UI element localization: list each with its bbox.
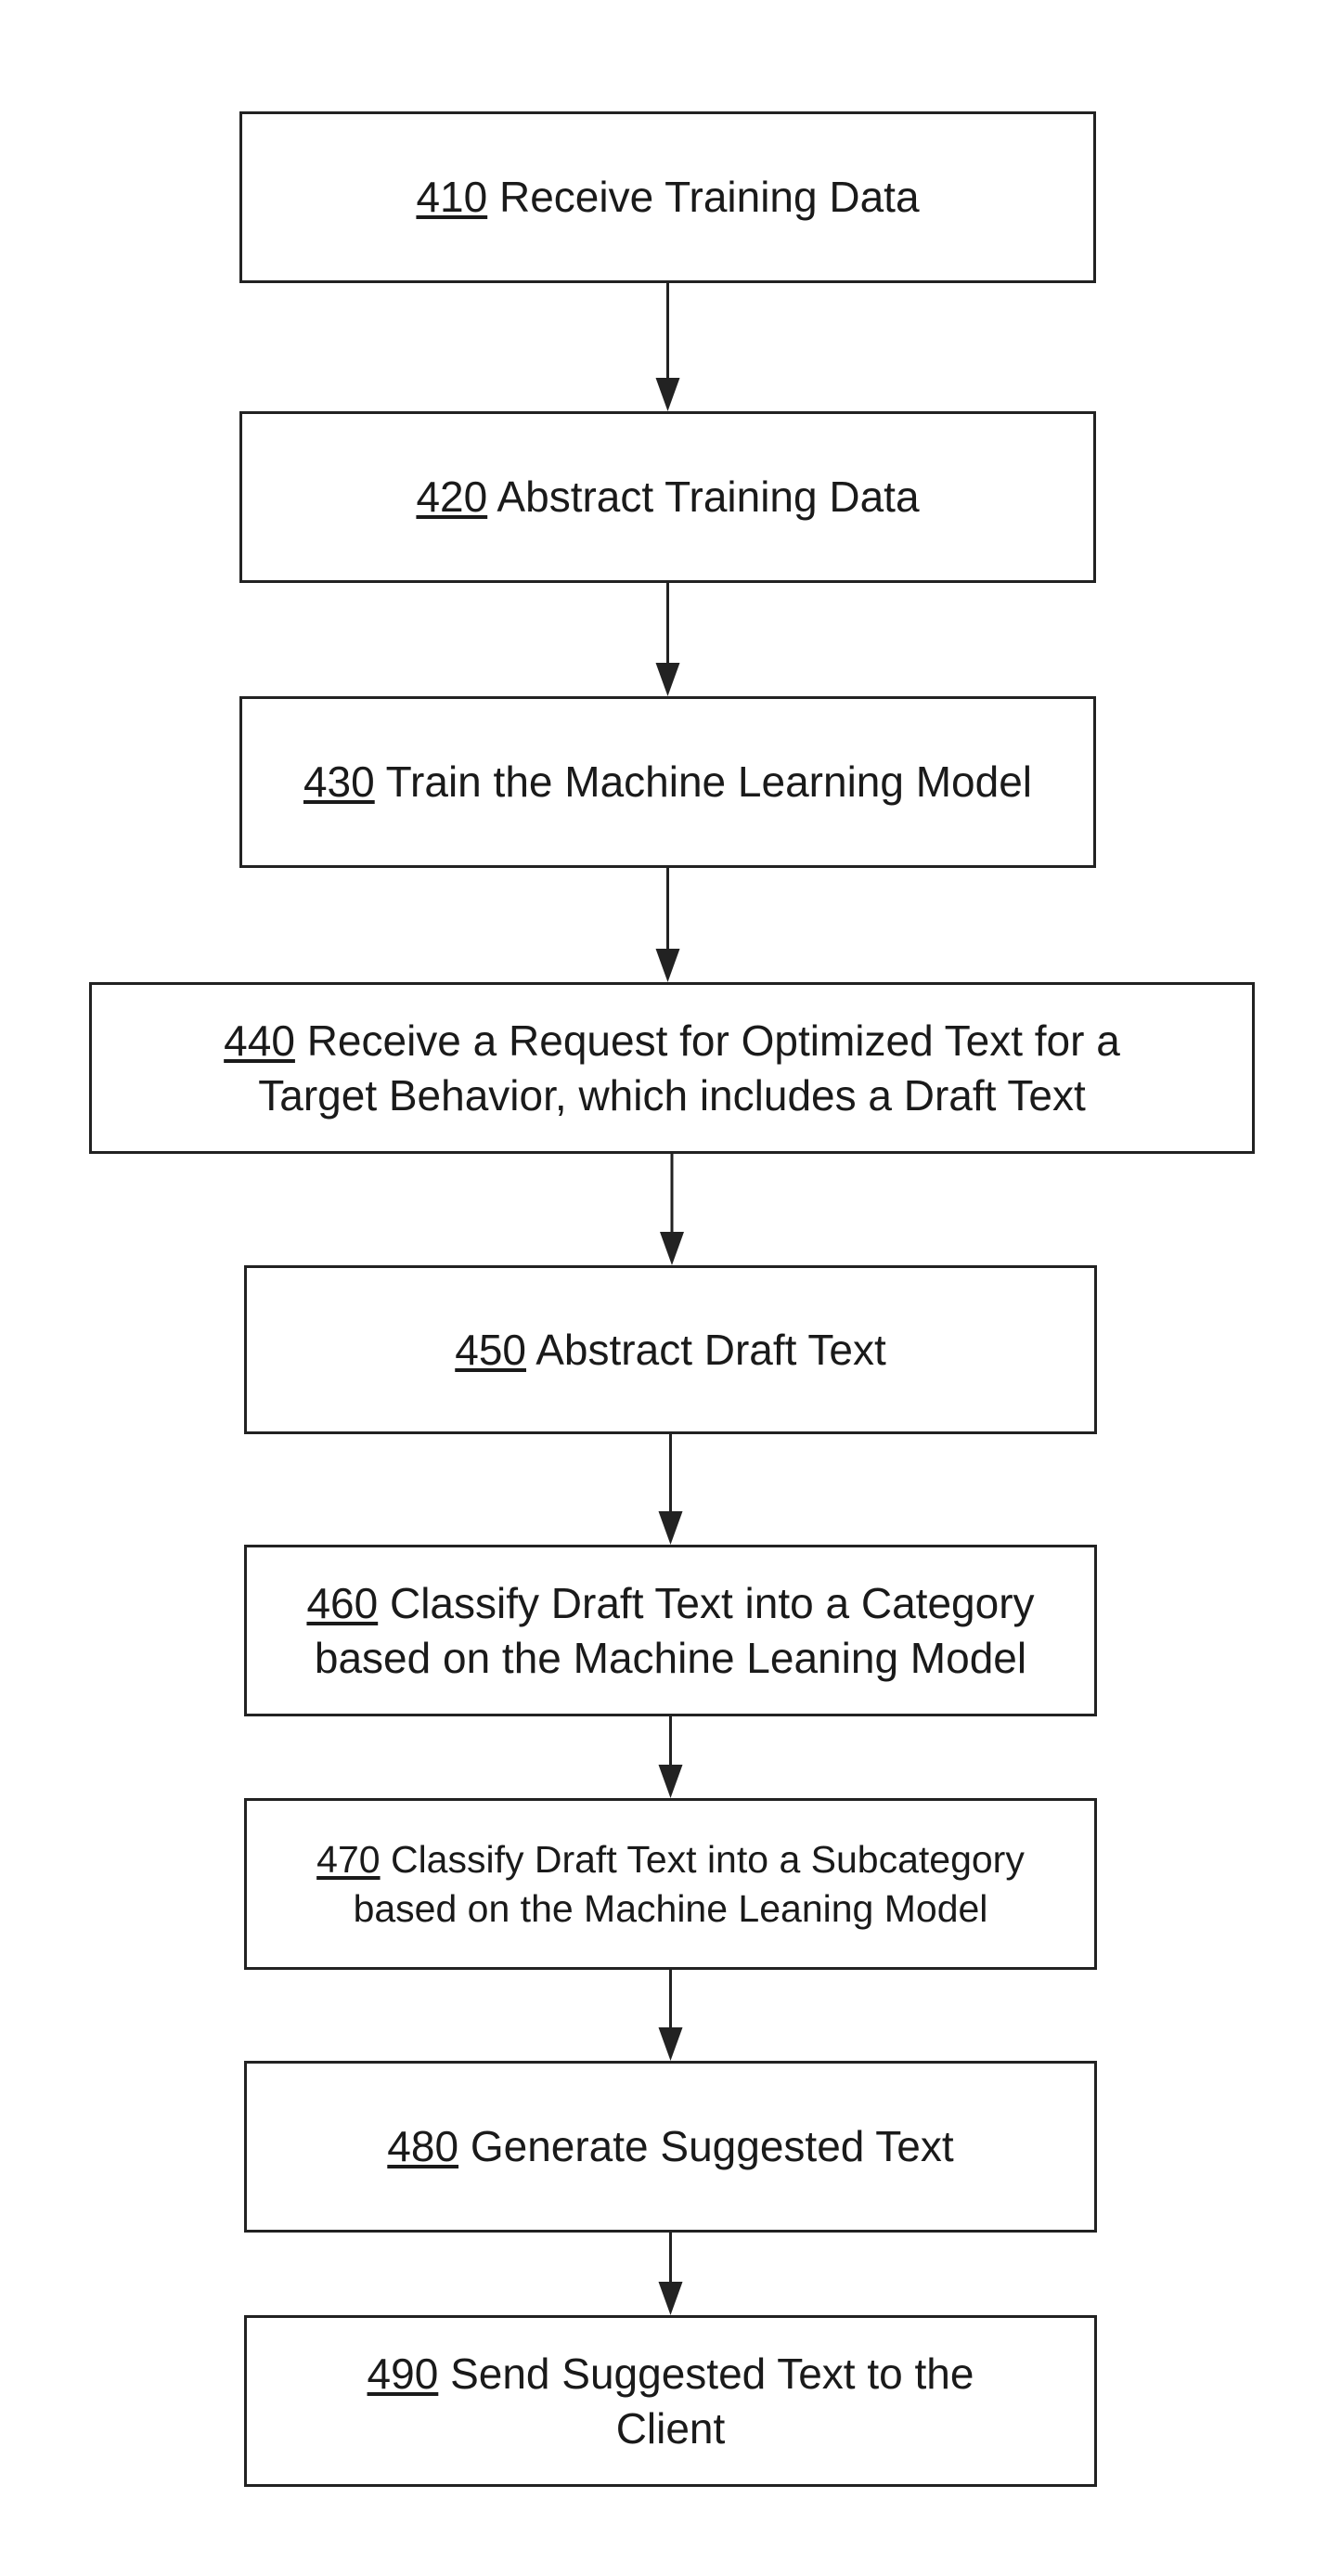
arrowhead-470 <box>659 1765 683 1798</box>
arrowhead-420 <box>656 378 680 411</box>
arrowhead-490 <box>659 2282 683 2315</box>
arrowhead-480 <box>659 2027 683 2061</box>
step-410-line-1: 410 Receive Training Data <box>416 173 919 221</box>
step-410-label: 410 Receive Training Data <box>416 170 919 225</box>
step-470-line-2: based on the Machine Leaning Model <box>354 1887 988 1930</box>
step-490-number: 490 <box>368 2349 439 2398</box>
step-480-text: Generate Suggested Text <box>458 2122 954 2170</box>
step-440-number: 440 <box>224 1016 295 1065</box>
step-450-text: Abstract Draft Text <box>526 1326 886 1374</box>
step-420-box: 420 Abstract Training Data <box>239 411 1096 583</box>
step-440-box: 440 Receive a Request for Optimized Text… <box>89 982 1255 1154</box>
step-490-line-1: 490 Send Suggested Text to the <box>368 2349 974 2398</box>
step-490-text-1: Send Suggested Text to the <box>438 2349 974 2398</box>
step-460-text-2: based on the Machine Leaning Model <box>315 1634 1026 1682</box>
step-490-box: 490 Send Suggested Text to the Client <box>244 2315 1097 2487</box>
arrowhead-450 <box>660 1232 684 1265</box>
step-490-text-2: Client <box>616 2404 726 2453</box>
step-430-box: 430 Train the Machine Learning Model <box>239 696 1096 868</box>
step-440-line-2: Target Behavior, which includes a Draft … <box>258 1071 1086 1120</box>
step-410-box: 410 Receive Training Data <box>239 111 1096 283</box>
step-470-number: 470 <box>316 1838 380 1881</box>
step-480-number: 480 <box>387 2122 458 2170</box>
step-470-box: 470 Classify Draft Text into a Subcatego… <box>244 1798 1097 1970</box>
step-440-text-1: Receive a Request for Optimized Text for… <box>295 1016 1120 1065</box>
step-420-number: 420 <box>416 472 487 521</box>
step-420-label: 420 Abstract Training Data <box>416 470 919 524</box>
step-480-line-1: 480 Generate Suggested Text <box>387 2122 953 2170</box>
step-420-line-1: 420 Abstract Training Data <box>416 472 919 521</box>
step-460-line-1: 460 Classify Draft Text into a Category <box>306 1579 1034 1627</box>
step-470-line-1: 470 Classify Draft Text into a Subcatego… <box>316 1838 1025 1881</box>
step-460-number: 460 <box>306 1579 378 1627</box>
step-430-text: Train the Machine Learning Model <box>375 757 1032 806</box>
step-490-line-2: Client <box>616 2404 726 2453</box>
step-440-label: 440 Receive a Request for Optimized Text… <box>224 1014 1120 1123</box>
step-470-label: 470 Classify Draft Text into a Subcatego… <box>316 1835 1025 1933</box>
step-420-text: Abstract Training Data <box>487 472 919 521</box>
step-470-text-2: based on the Machine Leaning Model <box>354 1887 988 1930</box>
step-450-label: 450 Abstract Draft Text <box>455 1323 886 1378</box>
step-440-line-1: 440 Receive a Request for Optimized Text… <box>224 1016 1120 1065</box>
arrowhead-460 <box>659 1511 683 1545</box>
step-490-label: 490 Send Suggested Text to the Client <box>368 2347 974 2456</box>
step-450-line-1: 450 Abstract Draft Text <box>455 1326 886 1374</box>
step-430-line-1: 430 Train the Machine Learning Model <box>303 757 1032 806</box>
step-430-number: 430 <box>303 757 375 806</box>
step-460-text-1: Classify Draft Text into a Category <box>378 1579 1034 1627</box>
step-440-text-2: Target Behavior, which includes a Draft … <box>258 1071 1086 1120</box>
step-460-box: 460 Classify Draft Text into a Category … <box>244 1545 1097 1716</box>
step-480-label: 480 Generate Suggested Text <box>387 2119 953 2174</box>
step-410-text: Receive Training Data <box>487 173 919 221</box>
step-450-number: 450 <box>455 1326 526 1374</box>
step-450-box: 450 Abstract Draft Text <box>244 1265 1097 1434</box>
step-430-label: 430 Train the Machine Learning Model <box>303 755 1032 809</box>
step-460-line-2: based on the Machine Leaning Model <box>315 1634 1026 1682</box>
step-460-label: 460 Classify Draft Text into a Category … <box>306 1576 1034 1686</box>
step-480-box: 480 Generate Suggested Text <box>244 2061 1097 2233</box>
arrowhead-430 <box>656 663 680 696</box>
arrowhead-440 <box>656 949 680 982</box>
step-410-number: 410 <box>416 173 487 221</box>
step-470-text-1: Classify Draft Text into a Subcategory <box>381 1838 1025 1881</box>
